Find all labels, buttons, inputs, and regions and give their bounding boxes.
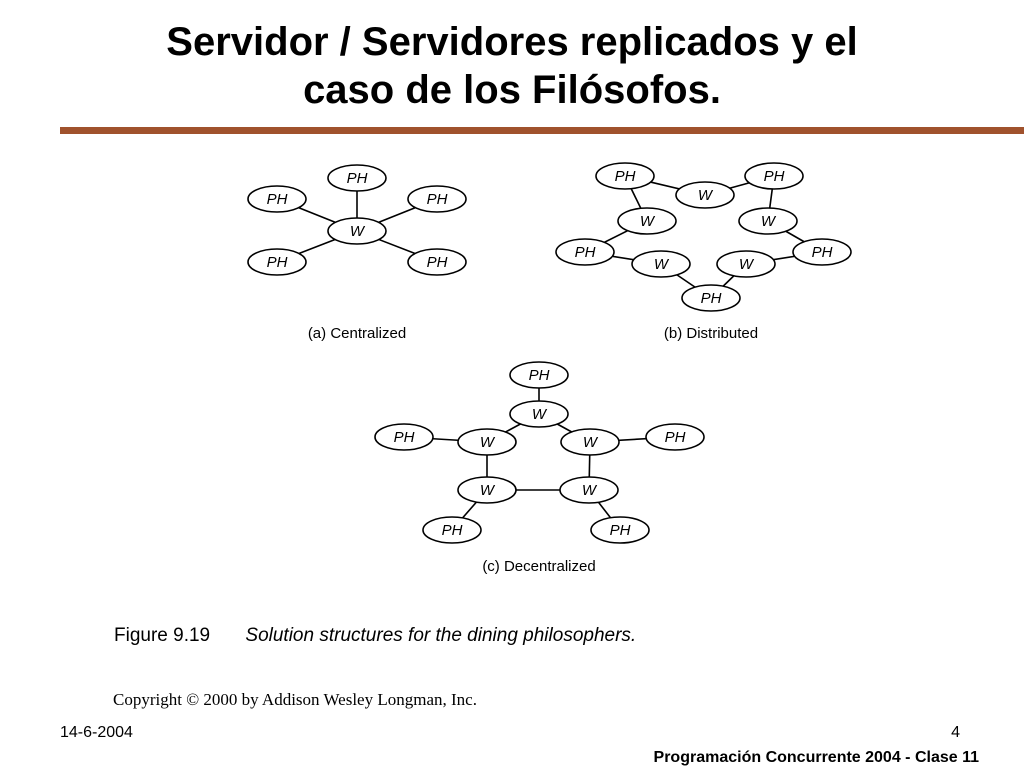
philosopher-node: PH bbox=[681, 284, 741, 312]
worker-node-shape bbox=[560, 428, 620, 456]
worker-node-label: W bbox=[582, 482, 598, 499]
philosopher-node: PH bbox=[509, 361, 569, 389]
philosopher-node-shape bbox=[681, 284, 741, 312]
worker-node-shape bbox=[738, 207, 798, 235]
philosopher-node-label: PH bbox=[267, 254, 288, 271]
philosopher-node-label: PH bbox=[812, 244, 833, 261]
philosopher-node-label: PH bbox=[442, 522, 463, 539]
worker-node-shape bbox=[559, 476, 619, 504]
philosopher-node: PH bbox=[645, 423, 705, 451]
philosopher-node-shape bbox=[247, 185, 307, 213]
philosopher-node-label: PH bbox=[610, 522, 631, 539]
panel-label-distributed: (b) Distributed bbox=[664, 325, 758, 342]
worker-node-label: W bbox=[583, 434, 599, 451]
philosopher-node-shape bbox=[327, 164, 387, 192]
panel-distributed: W W W W W PH PH PH PH PH (b) Distributed bbox=[555, 162, 852, 342]
footer-date: 14-6-2004 bbox=[60, 724, 133, 741]
philosopher-node-shape bbox=[407, 248, 467, 276]
philosopher-node: PH bbox=[327, 164, 387, 192]
worker-node: W bbox=[675, 181, 735, 209]
philosopher-node: PH bbox=[422, 516, 482, 544]
philosopher-node: PH bbox=[247, 248, 307, 276]
page-number: 4 bbox=[951, 724, 960, 741]
philosopher-node-label: PH bbox=[267, 191, 288, 208]
figure-caption-text: Solution structures for the dining philo… bbox=[245, 625, 637, 646]
philosopher-node-label: PH bbox=[347, 170, 368, 187]
worker-node-shape bbox=[716, 250, 776, 278]
figure-caption: Figure 9.19 Solution structures for the … bbox=[114, 625, 636, 647]
worker-node-label: W bbox=[480, 482, 496, 499]
worker-node-shape bbox=[617, 207, 677, 235]
panel-centralized: W PH PH PH PH PH (a) Centralized bbox=[247, 164, 467, 342]
philosopher-node-label: PH bbox=[665, 429, 686, 446]
worker-node-shape bbox=[327, 217, 387, 245]
philosopher-node-shape bbox=[422, 516, 482, 544]
worker-node: W bbox=[716, 250, 776, 278]
philosopher-node-shape bbox=[509, 361, 569, 389]
copyright-notice: Copyright © 2000 by Addison Wesley Longm… bbox=[113, 690, 477, 709]
worker-node: W bbox=[457, 428, 517, 456]
worker-node-label: W bbox=[640, 213, 656, 230]
philosopher-node-label: PH bbox=[764, 168, 785, 185]
philosopher-node: PH bbox=[744, 162, 804, 190]
philosopher-node-shape bbox=[407, 185, 467, 213]
philosopher-node: PH bbox=[595, 162, 655, 190]
philosopher-node: PH bbox=[590, 516, 650, 544]
panel-label-decentralized: (c) Decentralized bbox=[482, 558, 595, 575]
philosopher-node: PH bbox=[374, 423, 434, 451]
worker-node: W bbox=[327, 217, 387, 245]
worker-node: W bbox=[560, 428, 620, 456]
panel-decentralized: W W W W W PH PH PH PH PH (c) Decentralized bbox=[374, 361, 705, 575]
philosopher-node-shape bbox=[374, 423, 434, 451]
philosopher-node-label: PH bbox=[701, 290, 722, 307]
worker-node: W bbox=[617, 207, 677, 235]
worker-node-label: W bbox=[654, 256, 670, 273]
worker-node: W bbox=[559, 476, 619, 504]
worker-node-label: W bbox=[739, 256, 755, 273]
philosopher-node-shape bbox=[595, 162, 655, 190]
worker-node-label: W bbox=[480, 434, 496, 451]
philosopher-node-label: PH bbox=[529, 367, 550, 384]
footer-course: Programación Concurrente 2004 - Clase 11 bbox=[653, 749, 979, 766]
philosopher-node-label: PH bbox=[615, 168, 636, 185]
worker-node: W bbox=[457, 476, 517, 504]
panel-label-centralized: (a) Centralized bbox=[308, 325, 406, 342]
slide-title: Servidor / Servidores replicados y el ca… bbox=[60, 18, 964, 114]
philosopher-node-shape bbox=[792, 238, 852, 266]
philosopher-node: PH bbox=[247, 185, 307, 213]
title-divider bbox=[60, 127, 1024, 134]
philosopher-node: PH bbox=[555, 238, 615, 266]
worker-node-shape bbox=[675, 181, 735, 209]
philosopher-node-shape bbox=[744, 162, 804, 190]
worker-node: W bbox=[509, 400, 569, 428]
slide-title-line-1: Servidor / Servidores replicados y el bbox=[166, 20, 858, 64]
worker-node-shape bbox=[509, 400, 569, 428]
worker-node-shape bbox=[457, 428, 517, 456]
worker-node-label: W bbox=[350, 223, 366, 240]
philosopher-node: PH bbox=[792, 238, 852, 266]
philosopher-node-label: PH bbox=[427, 191, 448, 208]
philosopher-node-label: PH bbox=[575, 244, 596, 261]
philosopher-node-shape bbox=[247, 248, 307, 276]
worker-node-shape bbox=[457, 476, 517, 504]
worker-node-label: W bbox=[698, 187, 714, 204]
philosopher-node-label: PH bbox=[427, 254, 448, 271]
philosopher-node-shape bbox=[555, 238, 615, 266]
philosopher-node-label: PH bbox=[394, 429, 415, 446]
philosopher-node: PH bbox=[407, 185, 467, 213]
worker-node-shape bbox=[631, 250, 691, 278]
worker-node: W bbox=[738, 207, 798, 235]
worker-node: W bbox=[631, 250, 691, 278]
philosopher-node: PH bbox=[407, 248, 467, 276]
philosopher-node-shape bbox=[645, 423, 705, 451]
worker-node-label: W bbox=[761, 213, 777, 230]
slide-title-line-2: caso de los Filósofos. bbox=[303, 68, 721, 112]
philosopher-node-shape bbox=[590, 516, 650, 544]
worker-node-label: W bbox=[532, 406, 548, 423]
figure-number: Figure 9.19 bbox=[114, 625, 211, 646]
